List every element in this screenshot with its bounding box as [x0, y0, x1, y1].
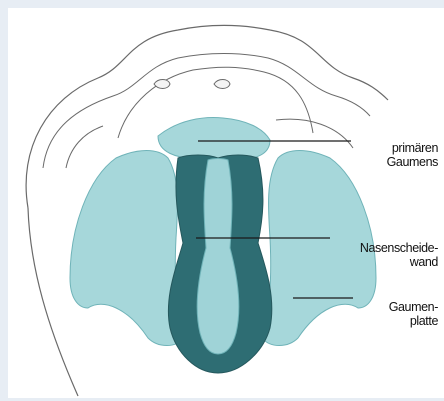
label-primary-palate-line2: Gaumens: [338, 155, 438, 169]
label-nasal-septum-line1: Nasenscheide-: [318, 241, 438, 255]
nostril-left-icon: [154, 80, 170, 89]
palate-illustration: [8, 8, 444, 398]
label-nasal-septum: Nasenscheide- wand: [318, 241, 438, 269]
label-primary-palate-line1: primären: [338, 141, 438, 155]
face-lower-outline: [28, 208, 78, 396]
label-primary-palate: primären Gaumens: [338, 141, 438, 169]
palatal-plate-left: [70, 151, 184, 346]
label-nasal-septum-line2: wand: [318, 255, 438, 269]
label-palatal-plate-line2: platte: [338, 314, 438, 328]
diagram-canvas: primären Gaumens Nasenscheide- wand Gaum…: [8, 8, 444, 398]
primary-palate: [158, 118, 270, 158]
cheek-left-outline: [66, 126, 103, 168]
label-palatal-plate-line1: Gaumen-: [338, 300, 438, 314]
nostril-right-icon: [214, 80, 230, 89]
label-palatal-plate: Gaumen- platte: [338, 300, 438, 328]
